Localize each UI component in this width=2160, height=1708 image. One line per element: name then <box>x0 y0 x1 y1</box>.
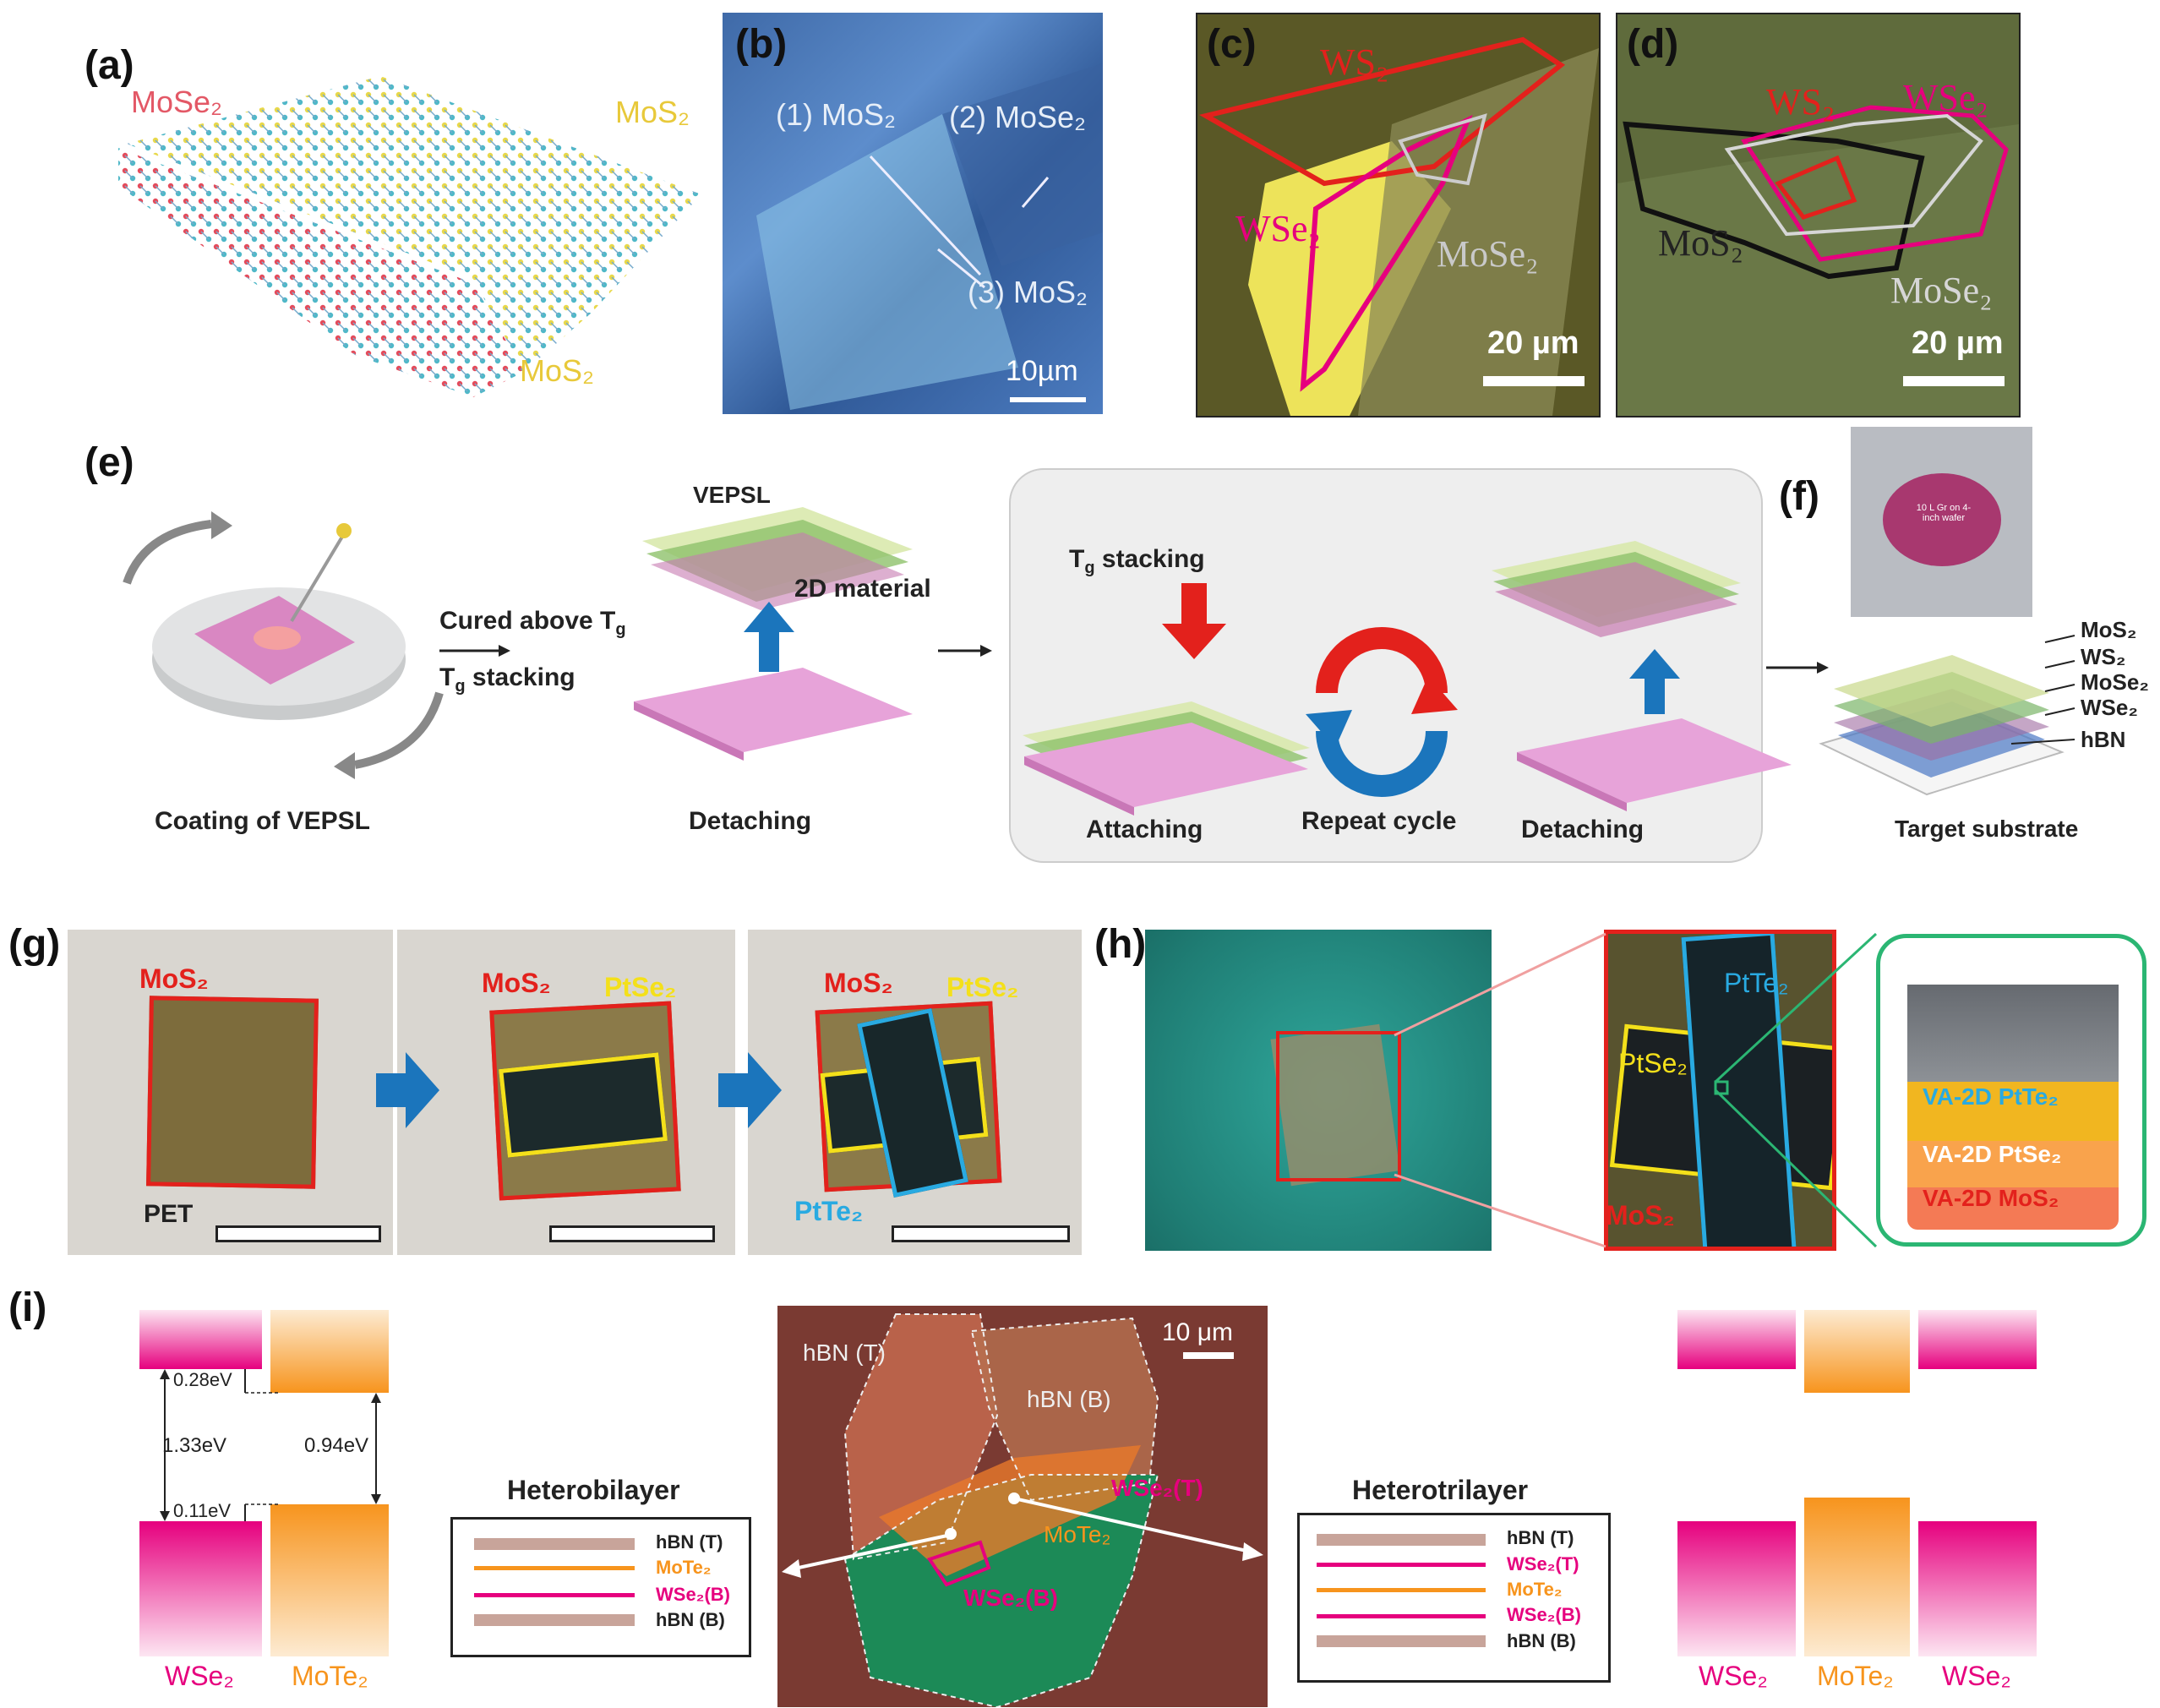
trilayer-row-hbn-t: hBN (T) <box>1507 1527 1574 1548</box>
caption-repeat-cycle: Repeat cycle <box>1301 807 1457 835</box>
label-mose2-c: MoSe₂ <box>1437 233 1539 275</box>
label-tg-stacking-1: Tg stacking <box>439 663 575 696</box>
scale-bar-c <box>1483 376 1585 386</box>
panel-label-i: (i) <box>8 1285 47 1330</box>
label-mose2-a: MoSe₂ <box>131 85 223 119</box>
label-mos2-d: MoS₂ <box>1658 222 1743 264</box>
label-h-layer-ptse2: VA-2D PtSe₂ <box>1923 1141 2062 1167</box>
layer-label-wse2: WSe₂ <box>2081 695 2138 720</box>
scale-label-b: 10µm <box>1006 355 1078 387</box>
caption-detaching-1: Detaching <box>689 807 812 835</box>
label-h-layer-mos2: VA-2D MoS₂ <box>1923 1185 2059 1211</box>
caption-coating: Coating of VEPSL <box>155 807 370 835</box>
label-b-region2: (2) MoSe₂ <box>949 100 1087 134</box>
band-value-094: 0.94eV <box>304 1434 369 1457</box>
panel-label-a: (a) <box>85 43 134 88</box>
label-h-layer-ptte2: VA-2D PtTe₂ <box>1923 1083 2059 1110</box>
label-cured-above: Cured above Tg <box>439 607 626 639</box>
band-value-011: 0.11eV <box>173 1500 232 1521</box>
label-b-region3: (3) MoS₂ <box>968 275 1088 309</box>
heterotrilayer-title: Heterotrilayer <box>1352 1475 1529 1505</box>
caption-attaching: Attaching <box>1086 816 1203 843</box>
band-right-mote2: MoTe₂ <box>1817 1661 1894 1691</box>
bilayer-row-mote2: MoTe₂ <box>656 1557 712 1578</box>
label-b-region1: (1) MoS₂ <box>776 97 896 132</box>
band-right-wse2-1: WSe₂ <box>1699 1661 1768 1691</box>
layer-label-ws2: WS₂ <box>2081 644 2126 669</box>
label-mos2-a-top: MoS₂ <box>615 95 690 129</box>
layer-label-mos2: MoS₂ <box>2081 617 2137 642</box>
label-g2-mos2: MoS₂ <box>482 968 551 998</box>
label-g3-mos2: MoS₂ <box>824 968 893 998</box>
panel-label-d: (d) <box>1627 22 1679 67</box>
photo-g-3 <box>748 930 1082 1255</box>
label-ws2-c: WS₂ <box>1320 41 1389 83</box>
heterobilayer-title: Heterobilayer <box>507 1475 680 1505</box>
wafer-text: 10 L Gr on 4-inch wafer <box>1916 503 1972 523</box>
label-vepsl: VEPSL <box>693 482 771 508</box>
band-left-mote2: MoTe₂ <box>292 1661 368 1691</box>
layer-label-mose2: MoSe₂ <box>2081 669 2149 695</box>
label-g3-ptse2: PtSe₂ <box>946 972 1019 1002</box>
panel-label-g: (g) <box>8 922 61 967</box>
panel-label-c: (c) <box>1207 22 1257 67</box>
wafer-photo-f: 10 L Gr on 4-inch wafer <box>1851 427 2032 617</box>
band-left-wse2: WSe₂ <box>165 1661 234 1691</box>
image-scale-label: 10 μm <box>1162 1318 1233 1346</box>
trilayer-row-wse2t: WSe₂(T) <box>1507 1553 1579 1574</box>
bilayer-row-hbn-b: hBN (B) <box>656 1609 725 1630</box>
band-value-028: 0.28eV <box>173 1369 232 1390</box>
scale-bar-b <box>1010 397 1086 402</box>
panel-label-e: (e) <box>85 440 134 485</box>
scale-label-c: 20 µm <box>1487 325 1579 361</box>
heterobilayer-box: hBN (T) MoTe₂ WSe₂(B) hBN (B) <box>450 1517 751 1657</box>
image-label-hbn-b: hBN (B) <box>1027 1386 1111 1412</box>
label-wse2-c: WSe₂ <box>1235 208 1321 249</box>
panel-label-b: (b) <box>735 22 788 67</box>
label-h-ptte2: PtTe₂ <box>1724 968 1789 998</box>
label-g3-ptte2: PtTe₂ <box>794 1196 864 1226</box>
bilayer-row-wse2b: WSe₂(B) <box>656 1584 730 1605</box>
band-value-133: 1.33eV <box>162 1434 227 1457</box>
caption-detaching-2: Detaching <box>1521 816 1645 843</box>
trilayer-row-hbn-b: hBN (B) <box>1507 1630 1576 1651</box>
scale-label-d: 20 µm <box>1912 325 2004 361</box>
label-ws2-d: WS₂ <box>1766 81 1835 123</box>
panel-label-h: (h) <box>1094 922 1147 967</box>
caption-target-substrate: Target substrate <box>1895 816 2079 842</box>
photo-h-glove <box>1145 930 1606 1251</box>
label-mose2-d: MoSe₂ <box>1890 270 1993 311</box>
heterotrilayer-box: hBN (T) WSe₂(T) MoTe₂ WSe₂(B) hBN (B) <box>1297 1513 1611 1683</box>
label-g1-pet: PET <box>144 1200 194 1228</box>
label-h-mos2: MoS₂ <box>1606 1200 1675 1231</box>
optical-image-d <box>1616 13 2021 417</box>
image-label-mote2: MoTe₂ <box>1044 1521 1111 1547</box>
image-label-hbn-t: hBN (T) <box>803 1340 886 1366</box>
label-wse2-d: WSe₂ <box>1903 77 1988 118</box>
label-tg-stacking-2: Tg stacking <box>1069 545 1205 577</box>
bilayer-row-hbn-t: hBN (T) <box>656 1531 723 1552</box>
panel-label-f: (f) <box>1779 474 1819 519</box>
label-g2-ptse2: PtSe₂ <box>604 972 677 1002</box>
image-label-wse2-b: WSe₂(B) <box>963 1585 1058 1611</box>
image-label-wse2-t: WSe₂(T) <box>1111 1475 1203 1501</box>
label-mos2-a-bottom: MoS₂ <box>520 353 594 388</box>
optical-image-c <box>1196 13 1601 417</box>
label-g1-mos2: MoS₂ <box>139 963 209 994</box>
label-2d-material: 2D material <box>794 575 931 603</box>
scale-bar-d <box>1903 376 2005 386</box>
band-right-wse2-2: WSe₂ <box>1942 1661 2011 1691</box>
layer-label-hbn: hBN <box>2081 727 2126 752</box>
label-h-ptse2: PtSe₂ <box>1618 1048 1688 1078</box>
photo-g-2 <box>397 930 735 1255</box>
trilayer-row-wse2b: WSe₂(B) <box>1507 1604 1581 1625</box>
optical-image-b <box>723 13 1103 414</box>
photo-g-1 <box>68 930 393 1255</box>
trilayer-row-mote2: MoTe₂ <box>1507 1579 1563 1600</box>
h-layer-box <box>1876 934 2146 1247</box>
